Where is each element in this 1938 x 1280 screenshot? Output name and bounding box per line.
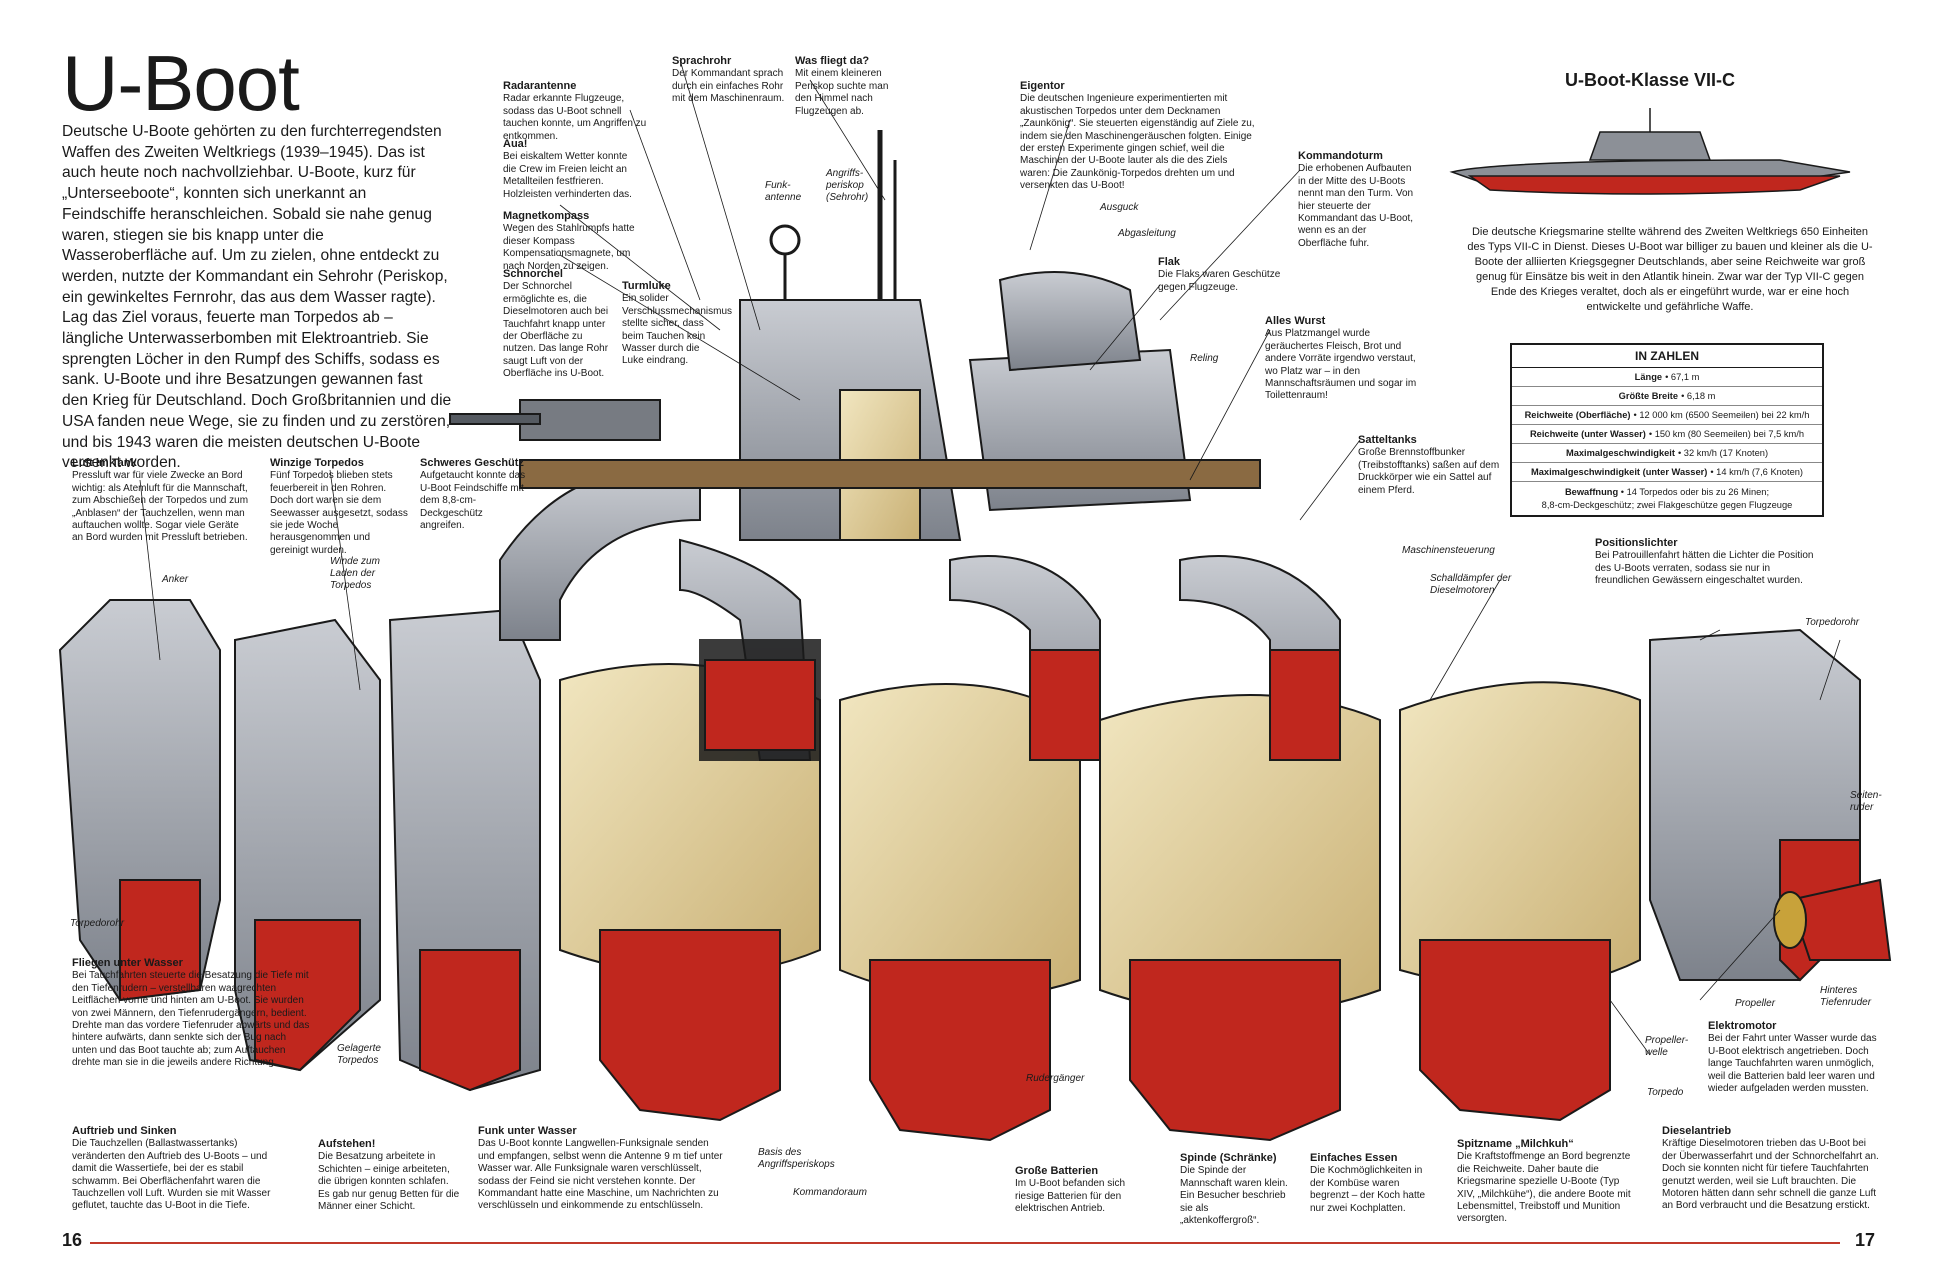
label-hinteres-tiefenruder: Hinteres Tiefenruder xyxy=(1820,985,1872,1008)
label-angriffsperiskop: Angriffs-periskop (Sehrohr) xyxy=(826,168,869,203)
callout-aua: Aua!Bei eiskaltem Wetter konnte die Crew… xyxy=(503,138,632,200)
label-kommandoraum: Kommandoraum xyxy=(793,1187,867,1198)
label-torpedorohr-left: Torpedorohr xyxy=(70,918,125,929)
side-title: U-Boot-Klasse VII-C xyxy=(1565,70,1736,90)
label-reling: Reling xyxy=(1190,353,1219,364)
side-description: Die deutsche Kriegsmarine stellte währen… xyxy=(1467,226,1873,313)
hull-segments xyxy=(58,130,1892,1142)
label-rudergaenger: Rudergänger xyxy=(1026,1073,1085,1084)
label-seitenruder: Seiten-ruder xyxy=(1850,790,1882,813)
label-propeller: Propeller xyxy=(1735,998,1776,1009)
label-torpedo: Torpedo xyxy=(1647,1087,1684,1098)
label-gelagerte-torpedos: Gelagerte Torpedos xyxy=(337,1043,381,1066)
page-number-left: 16 xyxy=(62,1230,83,1250)
facts-row: Reichweite (unter Wasser)• 150 km (80 Se… xyxy=(1512,425,1822,444)
label-propellerwelle: Propeller-welle xyxy=(1645,1035,1689,1058)
label-abgasleitung: Abgasleitung xyxy=(1118,228,1176,239)
callout-milchkuh: Spitzname „Milchkuh“Die Kraftstoffmenge … xyxy=(1457,1138,1631,1225)
facts-row: Größte Breite• 6,18 m xyxy=(1512,387,1822,406)
facts-row: Reichweite (Oberfläche)• 12 000 km (6500… xyxy=(1512,406,1822,425)
facts-header: IN ZAHLEN xyxy=(1512,345,1822,368)
page-number-right: 17 xyxy=(1855,1230,1876,1250)
facts-row-armament: Bewaffnung • 14 Torpedos oder bis zu 26 … xyxy=(1541,487,1793,510)
label-basis-periskop: Basis des Angriffsperiskops xyxy=(758,1147,835,1170)
facts-row: Maximalgeschwindigkeit• 32 km/h (17 Knot… xyxy=(1512,444,1822,463)
intro-text: Deutsche U-Boote gehörten zu den furchte… xyxy=(62,123,452,472)
facts-row: Länge• 67,1 m xyxy=(1512,368,1822,387)
label-funkantenne: Funk-antenne xyxy=(765,180,802,203)
leader-lines xyxy=(139,59,1841,1056)
facts-row: Maximalgeschwindigkeit (unter Wasser)• 1… xyxy=(1512,463,1822,482)
facts-table: IN ZAHLEN Länge• 67,1 m Größte Breite• 6… xyxy=(1510,343,1824,517)
footer-rule xyxy=(90,1242,1840,1244)
callout-aufstehen: Aufstehen!Die Besatzung arbeitete in Sch… xyxy=(318,1138,460,1213)
label-torpedorohr-right: Torpedorohr xyxy=(1805,617,1860,628)
page-title: U-Boot xyxy=(62,39,300,127)
label-schalldaempfer: Schalldämpfer der Dieselmotoren xyxy=(1430,573,1512,596)
label-maschinensteuerung: Maschinensteuerung xyxy=(1402,545,1495,556)
callout-was-fliegt-da: Was fliegt da?Mit einem kleineren Perisk… xyxy=(795,55,889,117)
vii-c-profile xyxy=(1449,108,1851,195)
label-ausguck: Ausguck xyxy=(1100,202,1139,213)
callout-spinde: Spinde (Schränke)Die Spinde der Mannscha… xyxy=(1180,1152,1288,1227)
label-anker: Anker xyxy=(162,574,189,585)
label-winde: Winde zum Laden der Torpedos xyxy=(330,556,380,591)
